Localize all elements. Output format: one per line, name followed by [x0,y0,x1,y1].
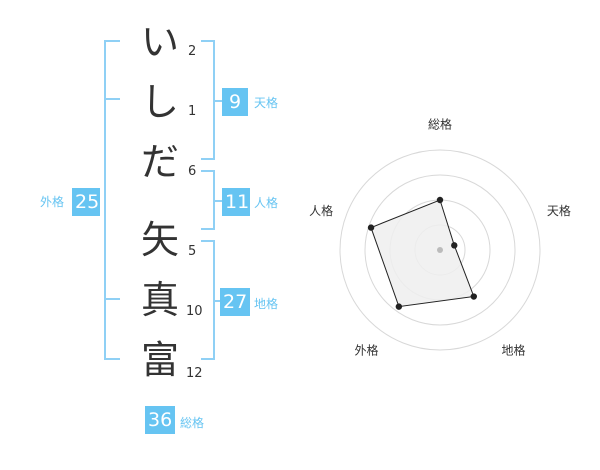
gaikaku-label: 外格 [40,195,65,209]
radar-axis-label: 外格 [354,343,378,358]
soukaku-label: 総格 [180,416,205,430]
stroke-count-3: 6 [188,164,197,179]
stroke-count-5: 10 [186,304,203,319]
stroke-count-4: 5 [188,244,197,259]
name-char-3: だ [140,140,179,184]
radar-point-5 [367,224,375,231]
radar-axis-label: 地格 [501,343,525,358]
radar-point-3 [470,293,477,300]
chikaku-value-badge: 27 [220,288,250,316]
radar-axis-label: 人格 [309,203,333,218]
jinkaku-value-badge: 11 [222,188,250,216]
name-char-6: 富 [140,338,179,382]
gaikaku-tick-upper [104,98,120,100]
radar-shape [367,196,477,310]
radar-center-point [437,247,443,253]
soukaku-value-badge: 36 [145,406,175,434]
chikaku-bracket [201,240,215,360]
jinkaku-label: 人格 [254,196,279,210]
gaikaku-tick-lower [104,298,120,300]
stroke-count-2: 1 [188,104,197,119]
radar-ring-2 [389,199,491,301]
radar-polygon [370,199,475,308]
radar-point-4 [395,303,403,310]
jinkaku-connector [214,200,222,202]
radar-ring-4 [339,149,541,351]
name-char-5: 真 [140,278,179,322]
radar-axis-label: 天格 [547,203,571,218]
name-char-4: 矢 [140,218,179,262]
radar-ring-1 [414,224,466,276]
jinkaku-bracket [201,170,215,230]
tenkaku-label: 天格 [254,96,279,110]
chikaku-connector [214,300,222,302]
radar-point-2 [451,242,458,249]
gaikaku-value-badge: 25 [72,188,100,216]
gaikaku-bracket [104,40,120,360]
stroke-count-1: 2 [188,44,197,59]
name-char-2: し [140,80,179,124]
radar-ring-3 [364,174,516,326]
chikaku-label: 地格 [254,297,279,311]
stroke-count-6: 12 [186,366,203,381]
radar-point-1 [436,196,444,204]
radar-grid [339,149,541,351]
radar-axis-label: 総格 [428,117,452,132]
tenkaku-value-badge: 9 [222,88,248,116]
tenkaku-connector [214,100,222,102]
name-char-1: い [140,20,179,64]
tenkaku-bracket [201,40,215,160]
